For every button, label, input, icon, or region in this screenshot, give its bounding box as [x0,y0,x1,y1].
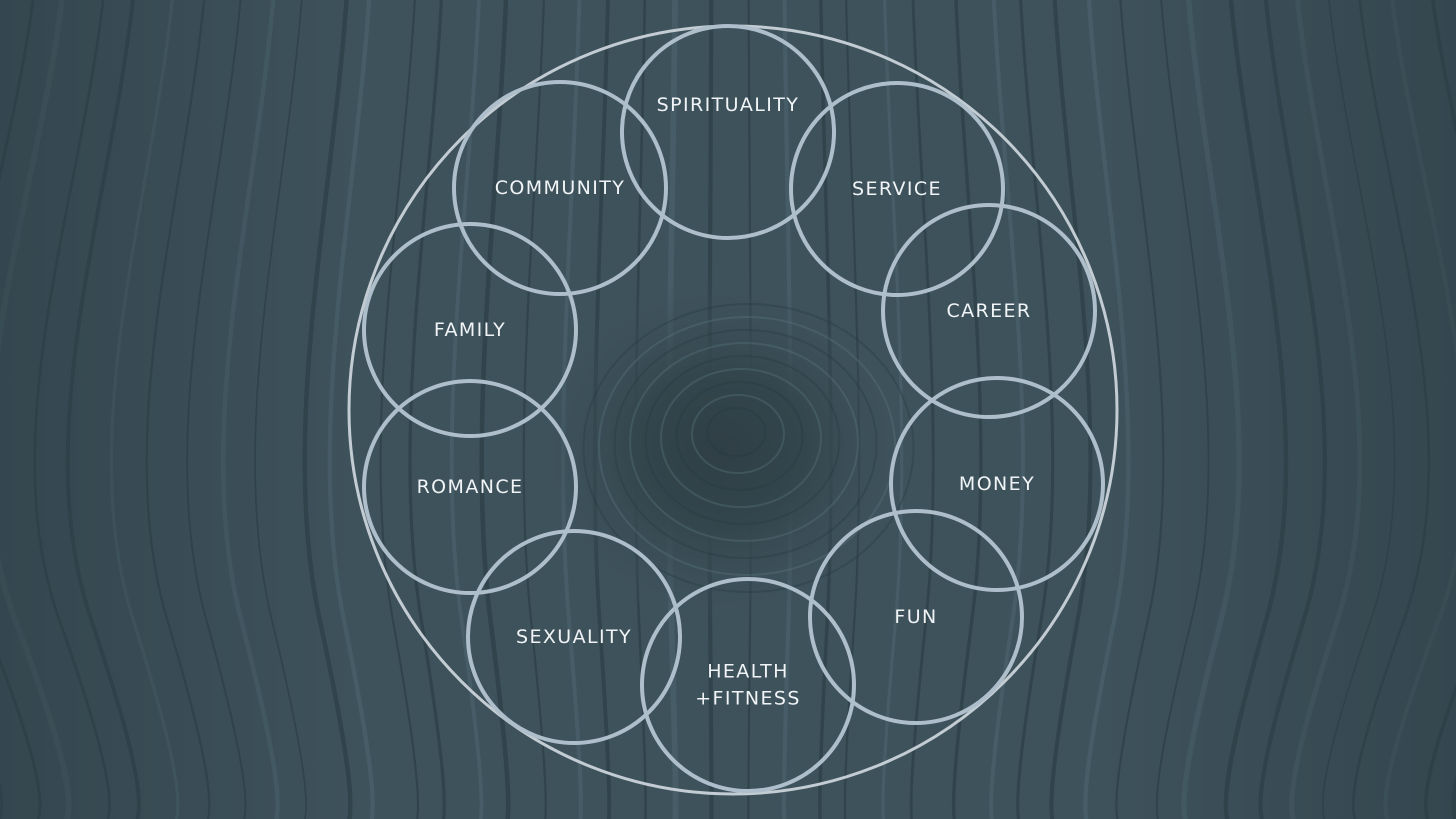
ring-sexuality [466,529,682,745]
label-service: SERVICE [852,178,942,200]
life-area-rings [362,24,1105,793]
label-line: FAMILY [434,319,506,341]
ring-family [362,222,578,438]
label-line: SPIRITUALITY [657,94,800,116]
ring-community [452,80,668,296]
label-line: HEALTH [707,660,789,682]
ring-spirituality [620,24,836,240]
label-line: +FITNESS [695,687,801,709]
ring-health-fitness [640,577,856,793]
label-romance: ROMANCE [417,476,524,498]
ring-career [881,203,1097,419]
label-line: SERVICE [852,178,942,200]
label-line: SEXUALITY [516,626,632,648]
ring-fun [808,509,1024,725]
life-area-labels: SPIRITUALITY SERVICE CAREER MONEY FUN HEALTH +… [417,94,1035,710]
label-line: ROMANCE [417,476,524,498]
label-line: MONEY [959,473,1035,495]
label-spirituality: SPIRITUALITY [657,94,800,116]
label-family: FAMILY [434,319,506,341]
label-fun: FUN [894,606,937,628]
label-health-fitness: HEALTH +FITNESS [695,660,801,709]
label-money: MONEY [959,473,1035,495]
label-line: FUN [894,606,937,628]
ring-money [889,376,1105,592]
ring-romance [362,379,578,595]
label-line: COMMUNITY [495,177,626,199]
ring-service [789,81,1005,297]
label-line: CAREER [946,300,1031,322]
label-community: COMMUNITY [495,177,626,199]
label-sexuality: SEXUALITY [516,626,632,648]
label-career: CAREER [946,300,1031,322]
